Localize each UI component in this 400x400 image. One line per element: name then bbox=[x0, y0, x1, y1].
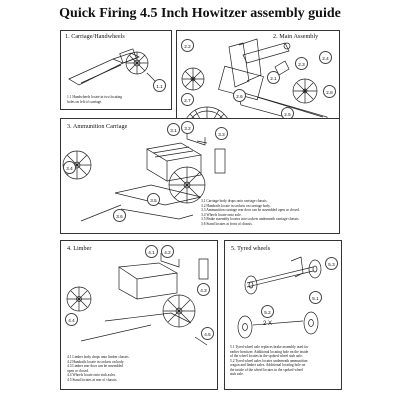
step-text: wagon and limber axles. Additional locat… bbox=[230, 363, 306, 367]
step-text: 3.2 Handrails locate in sockets on carri… bbox=[201, 203, 271, 208]
step-text: 3.4 Wheels locate onto axle. bbox=[201, 212, 242, 217]
carriage-handwheels-drawing bbox=[61, 31, 173, 111]
panel-title: 5. Tyred wheels bbox=[231, 245, 271, 252]
tyred-wheels-drawing bbox=[225, 241, 343, 391]
step-text: 4.5 Stand locates at rear of chassis. bbox=[67, 377, 118, 382]
callout-5-2: 5.2 bbox=[261, 305, 274, 318]
step-text: 5.2 Tyred wheel axles locates underneath… bbox=[230, 358, 308, 363]
callout-4-2: 4.2 bbox=[161, 245, 174, 258]
callout-2-6: 2.6 bbox=[233, 89, 246, 102]
callout-3-5: 3.5 bbox=[147, 193, 160, 206]
step-text: 3.6 Stand locates at front of chassis. bbox=[201, 221, 253, 226]
step-text: 4.1 Limber body drops onto limber chassi… bbox=[67, 355, 130, 359]
callout-3-1: 3.1 bbox=[167, 123, 180, 136]
callout-4-5: 4.5 bbox=[201, 327, 214, 340]
callout-5-1: 5.1 bbox=[309, 291, 322, 304]
panel-title: 1. Carriage/Handwheels bbox=[65, 33, 125, 40]
callout-3-6: 3.6 bbox=[113, 209, 126, 222]
callout-2-3: 2.3 bbox=[295, 57, 308, 70]
step-text: 5.1 Tyred wheel axle replaces brake asse… bbox=[230, 345, 309, 349]
step-text: stub axle. bbox=[230, 372, 244, 376]
step-text: earlier howitzer. Additional locating ho… bbox=[230, 349, 309, 354]
page-title: Quick Firing 4.5 Inch Howitzer assembly … bbox=[59, 6, 341, 21]
panel-title: 3. Ammunition Carriage bbox=[67, 123, 128, 130]
callout-2-8: 2.8 bbox=[323, 85, 336, 98]
limber-drawing bbox=[61, 241, 219, 391]
callout-3-3: 3.3 bbox=[215, 127, 228, 140]
step-text: the inside of the wheel locates in the s… bbox=[230, 367, 303, 372]
callout-5-3: 5.3 bbox=[325, 257, 338, 270]
callout-2-4: 2.4 bbox=[319, 51, 332, 64]
callout-1-1: 1.1 bbox=[153, 79, 166, 92]
step-text: of the wheel locates in the spoked wheel… bbox=[230, 354, 303, 358]
step-text: 3.1 Carriage body drops onto carriage ch… bbox=[201, 199, 268, 203]
panel-limber: 4. Limber 4.1 4.2 4.3 4.4 4.5 4.1 Limber… bbox=[60, 240, 218, 390]
panel-title: 2. Main Assembly bbox=[273, 33, 319, 40]
panel-title: 4. Limber bbox=[67, 245, 92, 252]
step-text: 4.2 Handrails locate in sockets on body. bbox=[67, 359, 125, 364]
step-text: 3.5 Brake assembly locates into sockets … bbox=[201, 217, 300, 221]
panel-tyred-wheels: 5. Tyred wheels 5.1 5.2 5.3 2 X 5.1 Tyre… bbox=[224, 240, 342, 390]
quantity-multiplier: 2 X bbox=[263, 321, 273, 327]
callout-4-1: 4.1 bbox=[145, 245, 158, 258]
callout-2-7: 2.7 bbox=[181, 93, 194, 106]
step-text: 4.3 Limber rear door can be assembled bbox=[67, 364, 123, 368]
callout-2-2: 2.2 bbox=[181, 39, 194, 52]
step-text: 4.4 Wheels locate onto stub axles. bbox=[67, 373, 116, 377]
panel-ammunition-carriage: 3. Ammunition Carriage 3.1 bbox=[60, 118, 340, 234]
callout-2-1: 2.1 bbox=[267, 71, 280, 84]
panel-carriage-handwheels: 1. Carriage/Handwheels 1.1 1.1 Handwheel… bbox=[60, 30, 172, 110]
callout-3-4: 3.4 bbox=[63, 161, 76, 174]
step-text: holes on left of carriage. bbox=[67, 99, 103, 104]
step-text: open or closed. bbox=[67, 368, 89, 373]
callout-4-3: 4.3 bbox=[197, 283, 210, 296]
ammunition-carriage-drawing bbox=[61, 119, 341, 235]
step-text: 3.3 Ammunition carriage rear door can be… bbox=[201, 208, 300, 212]
step-text: 1.1 Handwheels locate in two locating bbox=[67, 95, 123, 99]
callout-3-2: 3.2 bbox=[181, 121, 194, 134]
callout-4-4: 4.4 bbox=[65, 313, 78, 326]
